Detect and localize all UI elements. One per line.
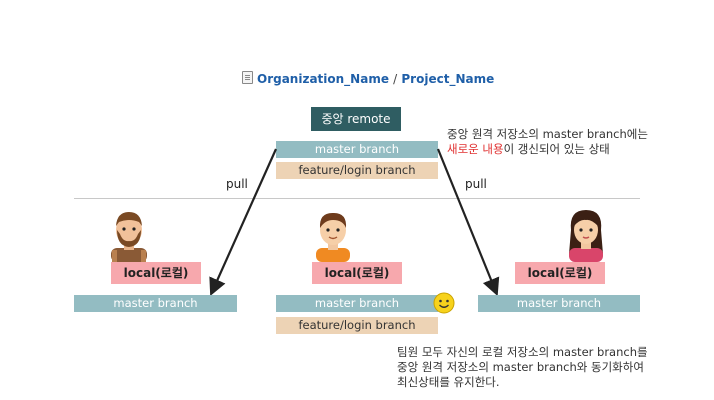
remote-note: 중앙 원격 저장소의 master branch에는 새로운 내용이 갱신되어 … [447,127,648,157]
remote-note-line2: 새로운 내용이 갱신되어 있는 상태 [447,142,648,157]
pull-arrow-left [209,148,278,297]
bottom-note-line2: 중앙 원격 저장소의 master branch와 동기화하여 [397,360,644,374]
pull-arrow-right [436,148,500,297]
remote-master-branch: master branch [276,141,438,158]
project-name[interactable]: Project_Name [401,72,495,86]
local-master-branch-left: master branch [74,295,237,312]
local-master-branch-center: master branch [276,295,438,312]
bottom-note-line1: 팀원 모두 자신의 로컬 저장소의 master branch를 [397,345,648,359]
remote-note-highlight: 새로운 내용 [447,142,504,156]
local-label-right: local(로컬) [515,262,605,284]
local-feature-branch-center: feature/login branch [276,317,438,334]
remote-label: 중앙 remote [311,107,401,131]
repository-icon [242,71,253,84]
local-label-center: local(로컬) [312,262,402,284]
local-label-left: local(로컬) [111,262,201,284]
remote-note-line1: 중앙 원격 저장소의 master branch에는 [447,127,648,141]
divider-line [74,198,640,199]
pull-label-right: pull [465,177,487,191]
path-separator: / [393,72,398,86]
woman-avatar [569,210,603,262]
smiley-icon [433,292,455,314]
local-master-branch-right: master branch [478,295,640,312]
bearded-man-avatar [111,212,147,262]
pull-label-left: pull [226,177,248,191]
bottom-note: 팀원 모두 자신의 로컬 저장소의 master branch를 중앙 원격 저… [397,345,648,390]
bottom-note-line3: 최신상태를 유지한다. [397,375,500,389]
remote-note-line2-rest: 이 갱신되어 있는 상태 [503,142,610,156]
remote-feature-branch: feature/login branch [276,162,438,179]
boy-avatar [316,212,350,262]
repository-title: Organization_Name / Project_Name [242,71,494,86]
organization-name[interactable]: Organization_Name [257,72,389,86]
